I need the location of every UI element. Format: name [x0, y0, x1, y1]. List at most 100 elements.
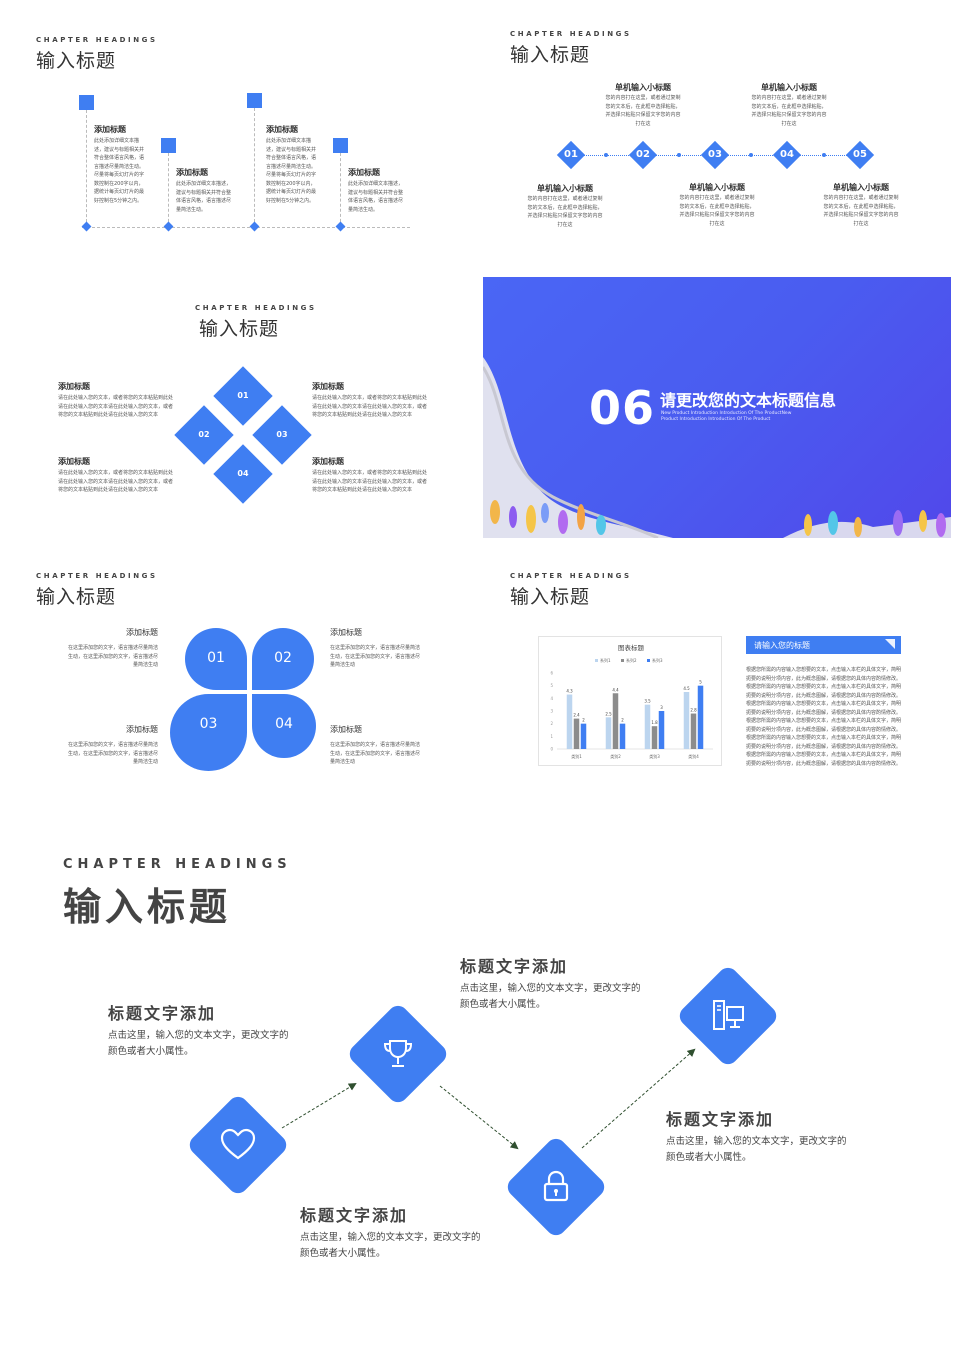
chapter-label: CHAPTER HEADINGS [63, 857, 292, 872]
panel-paragraph: 根据您所需的内容输入您想要的文本，点击输入本栏的具体文字，简明扼要的说明分项内容… [746, 701, 902, 716]
step-title: 单机输入小标题 [615, 83, 671, 92]
step-number: 03 [708, 149, 722, 160]
timeline-dot [822, 153, 826, 157]
step-title: 单机输入小标题 [689, 183, 745, 192]
petal-03 [252, 694, 316, 758]
item-desc: 此处添加详细文本描述，建议与标题相关并符合整体语言风格，语言描述尽量简洁生动。尽… [266, 138, 317, 204]
item-title: 标题文字添加 [108, 1004, 217, 1023]
petal-number: 01 [207, 650, 225, 666]
bar [605, 717, 612, 749]
legend-swatch [647, 659, 650, 662]
item-title: 添加标题 [330, 725, 362, 734]
bar-value-label: 3.5 [644, 699, 651, 704]
step-desc: 您的内容打在这里，或者通过复制您的文本后，在此框中选择粘贴，并选择只粘贴只保留文… [527, 196, 603, 228]
x-tick-label: 类别1 [571, 753, 582, 759]
chapter-label: CHAPTER HEADINGS [510, 572, 632, 580]
subtitle-line: Product Introduction Introduction Of The… [661, 417, 771, 422]
marker-square [161, 138, 176, 153]
slide-diamond-path: CHAPTER HEADINGS 输入标题 标题文 [0, 810, 960, 1352]
desc-line: 颜色或者大小属性。 [300, 1248, 386, 1259]
item-desc: 此处添加详细文本描述，建议与标题相关并符合整体语言风格，语言描述尽量简洁生动。尽… [94, 138, 145, 204]
desc-line: 点击这里，输入您的文本文字，更改文字的 [300, 1232, 481, 1243]
slide-timeline-vertical: CHAPTER HEADINGS 输入标题 添加标题 此处添加详细文本描述，建议… [10, 10, 475, 265]
y-tick-label: 5 [550, 683, 553, 688]
bar [619, 723, 626, 749]
x-tick-label: 类别2 [610, 753, 621, 759]
step-number: 02 [636, 149, 650, 160]
item-title: 添加标题 [94, 125, 126, 134]
item-title: 添加标题 [126, 628, 158, 637]
bar [683, 692, 690, 749]
y-tick-label: 3 [550, 709, 553, 714]
timeline-dot [749, 153, 753, 157]
baseline [82, 227, 410, 228]
lock-icon [543, 1170, 569, 1202]
connector [86, 110, 87, 227]
bar-value-label: 2.5 [605, 711, 612, 716]
slide-section-banner: 06 请更改您的文本标题信息 New Product Introduction … [483, 277, 951, 538]
slide-title: 输入标题 [36, 50, 117, 72]
y-tick-label: 1 [550, 734, 553, 739]
chart-title: 图表标题 [618, 643, 645, 652]
step-number: 05 [853, 149, 867, 160]
panel-body: 根据您所需的内容输入您想要的文本，点击输入本栏的具体文字，简明扼要的说明分项内容… [746, 666, 903, 768]
item-title: 添加标题 [176, 168, 208, 177]
desc-line: 点击这里，输入您的文本文字，更改文字的 [666, 1136, 847, 1147]
item-desc: 点击这里，输入您的文本文字，更改文字的 颜色或者大小属性。 [460, 981, 641, 1013]
item-desc: 请在此处输入您的文本，或者将您的文本粘贴到此处请在此处输入您的文本请在此处输入您… [58, 395, 174, 418]
node-diamond [81, 221, 92, 232]
bar [651, 726, 658, 749]
chapter-label: CHAPTER HEADINGS [36, 36, 158, 44]
y-tick-label: 2 [550, 721, 553, 726]
legend-label: 系列1 [600, 657, 611, 663]
panel-paragraph: 根据您所需的内容输入您想要的文本，点击输入本栏的具体文字，简明扼要的说明分项内容… [746, 735, 902, 750]
bar [658, 711, 665, 749]
bar-value-label: 4.3 [566, 689, 573, 694]
item-desc: 点击这里，输入您的文本文字，更改文字的 颜色或者大小属性。 [300, 1230, 481, 1262]
slide-clover: CHAPTER HEADINGS 输入标题 01 02 03 04 添加标题 在… [10, 548, 475, 803]
item-title: 标题文字添加 [300, 1206, 409, 1225]
section-subtitle: New Product Introduction Introduction Of… [661, 411, 791, 423]
bar-value-label: 2 [621, 718, 624, 723]
slide-title: 输入标题 [36, 586, 117, 608]
item-desc: 请在此处输入您的文本，或者将您的文本粘贴到此处请在此处输入您的文本请在此处输入您… [312, 470, 428, 493]
section-number: 06 [589, 381, 656, 435]
item-title: 添加标题 [58, 382, 90, 391]
bar [612, 693, 619, 749]
item-title: 添加标题 [266, 125, 298, 134]
bar [697, 685, 704, 749]
desc-line: 颜色或者大小属性。 [460, 999, 546, 1010]
item-title: 添加标题 [330, 628, 362, 637]
node-diamond [335, 221, 346, 232]
step-number: 04 [780, 149, 794, 160]
slide-title: 输入标题 [510, 586, 591, 608]
timeline-dot [677, 153, 681, 157]
bar-value-label: 5 [699, 680, 702, 685]
item-desc: 在这里添加您的文字，语言描述尽量简洁生动，在这里添加您的文字，语言描述尽量简洁生… [330, 645, 421, 668]
step-title: 单机输入小标题 [537, 184, 593, 193]
slide-title: 输入标题 [199, 318, 280, 340]
bar-value-label: 3 [660, 705, 663, 710]
item-desc: 在这里添加您的文字，语言描述尽量简洁生动，在这里添加您的文字，语言描述尽量简洁生… [67, 742, 158, 765]
panel-paragraph: 根据您所需的内容输入您想要的文本，点击输入本栏的具体文字，简明扼要的说明分项内容… [746, 667, 902, 682]
bar-value-label: 2.8 [690, 708, 697, 713]
bar [644, 704, 651, 749]
item-desc: 请在此处输入您的文本，或者将您的文本粘贴到此处请在此处输入您的文本请在此处输入您… [58, 470, 174, 493]
step-desc: 您的内容打在这里，或者通过复制您的文本后，在此框中选择粘贴，并选择只粘贴只保留文… [823, 195, 899, 227]
slide-title: 输入标题 [510, 44, 591, 66]
petal-04 [170, 694, 247, 771]
item-title: 添加标题 [312, 457, 344, 466]
slide-timeline-horizontal: CHAPTER HEADINGS 输入标题 01 02 03 04 05 单机输… [483, 10, 951, 265]
petal-number: 04 [275, 716, 293, 732]
item-desc: 在这里添加您的文字，语言描述尽量简洁生动，在这里添加您的文字，语言描述尽量简洁生… [330, 742, 421, 765]
item-desc: 在这里添加您的文字，语言描述尽量简洁生动，在这里添加您的文字，语言描述尽量简洁生… [67, 645, 158, 668]
diamond-number: 04 [237, 469, 249, 478]
item-title: 添加标题 [348, 168, 380, 177]
bar-value-label: 1.8 [651, 720, 658, 725]
node-diamond [163, 221, 174, 232]
petal-01 [185, 628, 247, 690]
y-tick-label: 6 [550, 671, 553, 676]
chapter-label: CHAPTER HEADINGS [195, 304, 317, 312]
